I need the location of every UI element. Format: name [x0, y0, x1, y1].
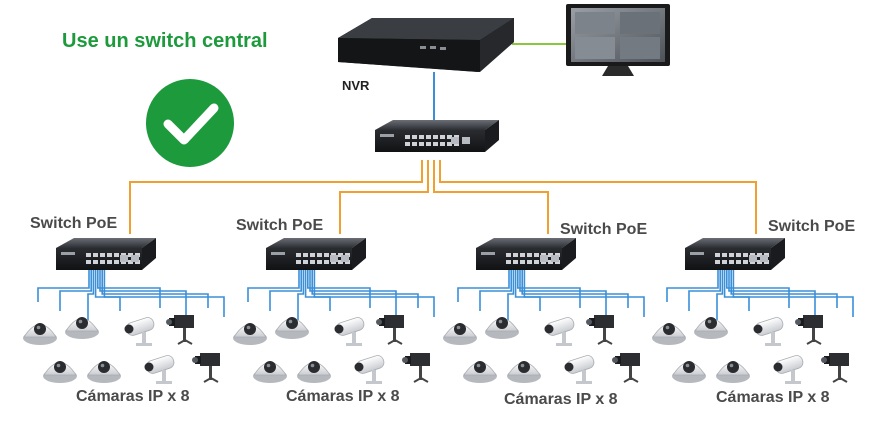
cameras-label-1: Cámaras IP x 8	[76, 388, 190, 405]
dome-camera-icon	[275, 317, 309, 339]
box-camera-icon	[192, 353, 220, 383]
cameras-label-4: Cámaras IP x 8	[716, 389, 830, 406]
uplink-line-2	[339, 160, 429, 234]
dome-camera-icon	[672, 361, 706, 383]
edge-group-1	[23, 238, 225, 384]
box-camera-icon	[376, 315, 404, 345]
box-camera-icon	[612, 353, 640, 383]
box-camera-icon	[166, 315, 194, 345]
camera-links-4	[666, 268, 854, 320]
uplink-lines	[129, 160, 757, 234]
bullet-camera-icon	[753, 317, 784, 346]
camera-links-3	[457, 268, 645, 320]
uplink-line-4	[439, 160, 757, 234]
dome-camera-icon	[652, 323, 686, 345]
bullet-camera-icon	[334, 317, 365, 346]
central-switch-icon	[375, 120, 499, 152]
cameras-label-2: Cámaras IP x 8	[286, 388, 400, 405]
dome-camera-icon	[443, 323, 477, 345]
dome-camera-icon	[23, 323, 57, 345]
dome-camera-icon	[507, 361, 541, 383]
monitor-icon	[566, 4, 670, 76]
bullet-camera-icon	[544, 317, 575, 346]
camera-links-2	[247, 268, 435, 320]
headline: Use un switch central	[62, 30, 268, 52]
nvr-icon	[338, 18, 514, 72]
dome-camera-icon	[297, 361, 331, 383]
edge-switch-4	[685, 238, 785, 270]
edge-group-3	[443, 238, 645, 384]
uplink-line-1	[129, 160, 423, 234]
edge-switch-1	[56, 238, 156, 270]
bullet-camera-icon	[564, 355, 595, 384]
box-camera-icon	[821, 353, 849, 383]
dome-camera-icon	[485, 317, 519, 339]
dome-camera-icon	[43, 361, 77, 383]
central-switch-body	[375, 120, 499, 152]
camera-links-1	[37, 268, 225, 320]
edge-switch-3	[476, 238, 576, 270]
edge-group-2	[233, 238, 435, 384]
bullet-camera-icon	[144, 355, 175, 384]
edge-group-4	[652, 238, 854, 384]
edge-groups	[23, 238, 854, 384]
dome-camera-icon	[716, 361, 750, 383]
switch-label-4: Switch PoE	[768, 218, 856, 235]
dome-camera-icon	[233, 323, 267, 345]
check-icon	[146, 79, 234, 167]
dome-camera-icon	[87, 361, 121, 383]
bullet-camera-icon	[124, 317, 155, 346]
nvr-label: NVR	[342, 78, 370, 93]
switch-label-2: Switch PoE	[236, 217, 324, 234]
dome-camera-icon	[463, 361, 497, 383]
bullet-camera-icon	[773, 355, 804, 384]
edge-switch-2	[266, 238, 366, 270]
box-camera-icon	[402, 353, 430, 383]
dome-camera-icon	[694, 317, 728, 339]
uplink-line-3	[433, 160, 549, 234]
dome-camera-icon	[65, 317, 99, 339]
switch-label-3: Switch PoE	[560, 221, 648, 238]
cameras-label-3: Cámaras IP x 8	[504, 391, 618, 408]
box-camera-icon	[586, 315, 614, 345]
switch-label-1: Switch PoE	[30, 215, 118, 232]
bullet-camera-icon	[354, 355, 385, 384]
dome-camera-icon	[253, 361, 287, 383]
box-camera-icon	[795, 315, 823, 345]
